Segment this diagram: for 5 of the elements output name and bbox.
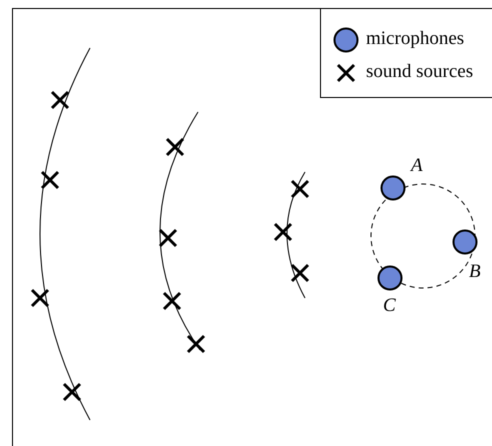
microphone-label: B bbox=[469, 262, 481, 282]
legend-text: microphones bbox=[366, 29, 464, 49]
microphone-label: C bbox=[383, 296, 396, 316]
microphone-label: A bbox=[411, 156, 423, 176]
legend-text: sound sources bbox=[366, 62, 474, 82]
